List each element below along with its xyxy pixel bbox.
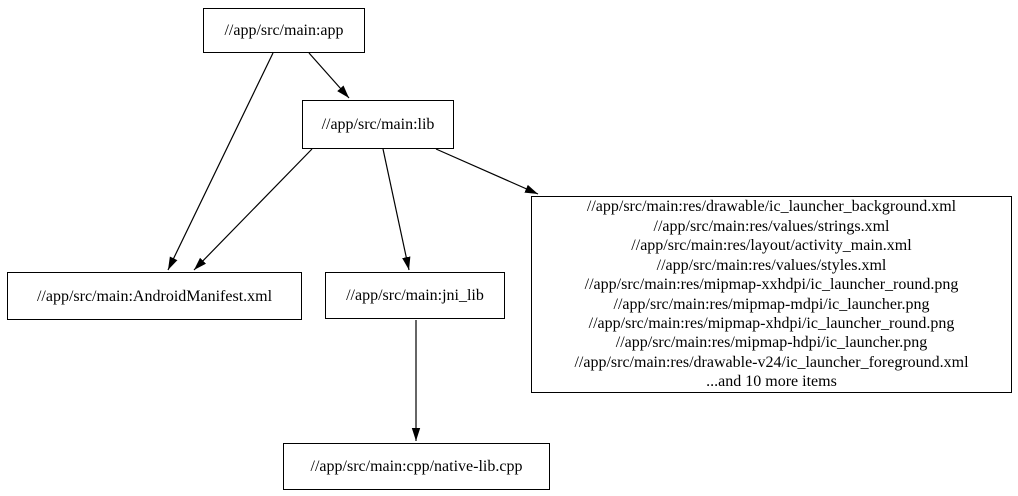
edge-lib-to-jni-lib <box>382 148 411 271</box>
node-android-manifest-label: //app/src/main:AndroidManifest.xml <box>36 287 273 305</box>
resource-item: //app/src/main:res/drawable-v24/ic_launc… <box>574 353 969 371</box>
node-android-manifest: //app/src/main:AndroidManifest.xml <box>7 272 302 320</box>
node-app-label: //app/src/main:app <box>224 22 344 39</box>
node-lib: //app/src/main:lib <box>302 100 454 149</box>
resource-item: //app/src/main:res/mipmap-mdpi/ic_launch… <box>613 295 930 313</box>
resource-more-items: ...and 10 more items <box>706 373 837 391</box>
node-app: //app/src/main:app <box>203 8 365 53</box>
resource-item: //app/src/main:res/drawable/ic_launcher_… <box>586 198 957 216</box>
resource-item: //app/src/main:res/layout/activity_main.… <box>631 237 912 255</box>
edge-lib-to-manifest <box>193 148 313 271</box>
resource-item: //app/src/main:res/mipmap-xxhdpi/ic_laun… <box>584 276 959 294</box>
edge-lib-to-res <box>435 148 539 195</box>
node-lib-label: //app/src/main:lib <box>321 116 435 133</box>
node-jni-lib: //app/src/main:jni_lib <box>325 272 505 319</box>
edge-app-to-manifest <box>167 52 274 271</box>
resource-item: //app/src/main:res/mipmap-xhdpi/ic_launc… <box>588 314 955 332</box>
edge-app-to-lib <box>308 52 350 99</box>
node-resources-group: //app/src/main:res/drawable/ic_launcher_… <box>531 196 1012 393</box>
node-jni-lib-label: //app/src/main:jni_lib <box>346 287 484 304</box>
node-native-lib-cpp-label: //app/src/main:cpp/native-lib.cpp <box>310 458 523 475</box>
node-native-lib-cpp: //app/src/main:cpp/native-lib.cpp <box>283 443 550 490</box>
resource-item: //app/src/main:res/values/styles.xml <box>656 256 887 274</box>
resource-item: //app/src/main:res/mipmap-hdpi/ic_launch… <box>615 334 928 352</box>
resource-item: //app/src/main:res/values/strings.xml <box>653 217 890 235</box>
